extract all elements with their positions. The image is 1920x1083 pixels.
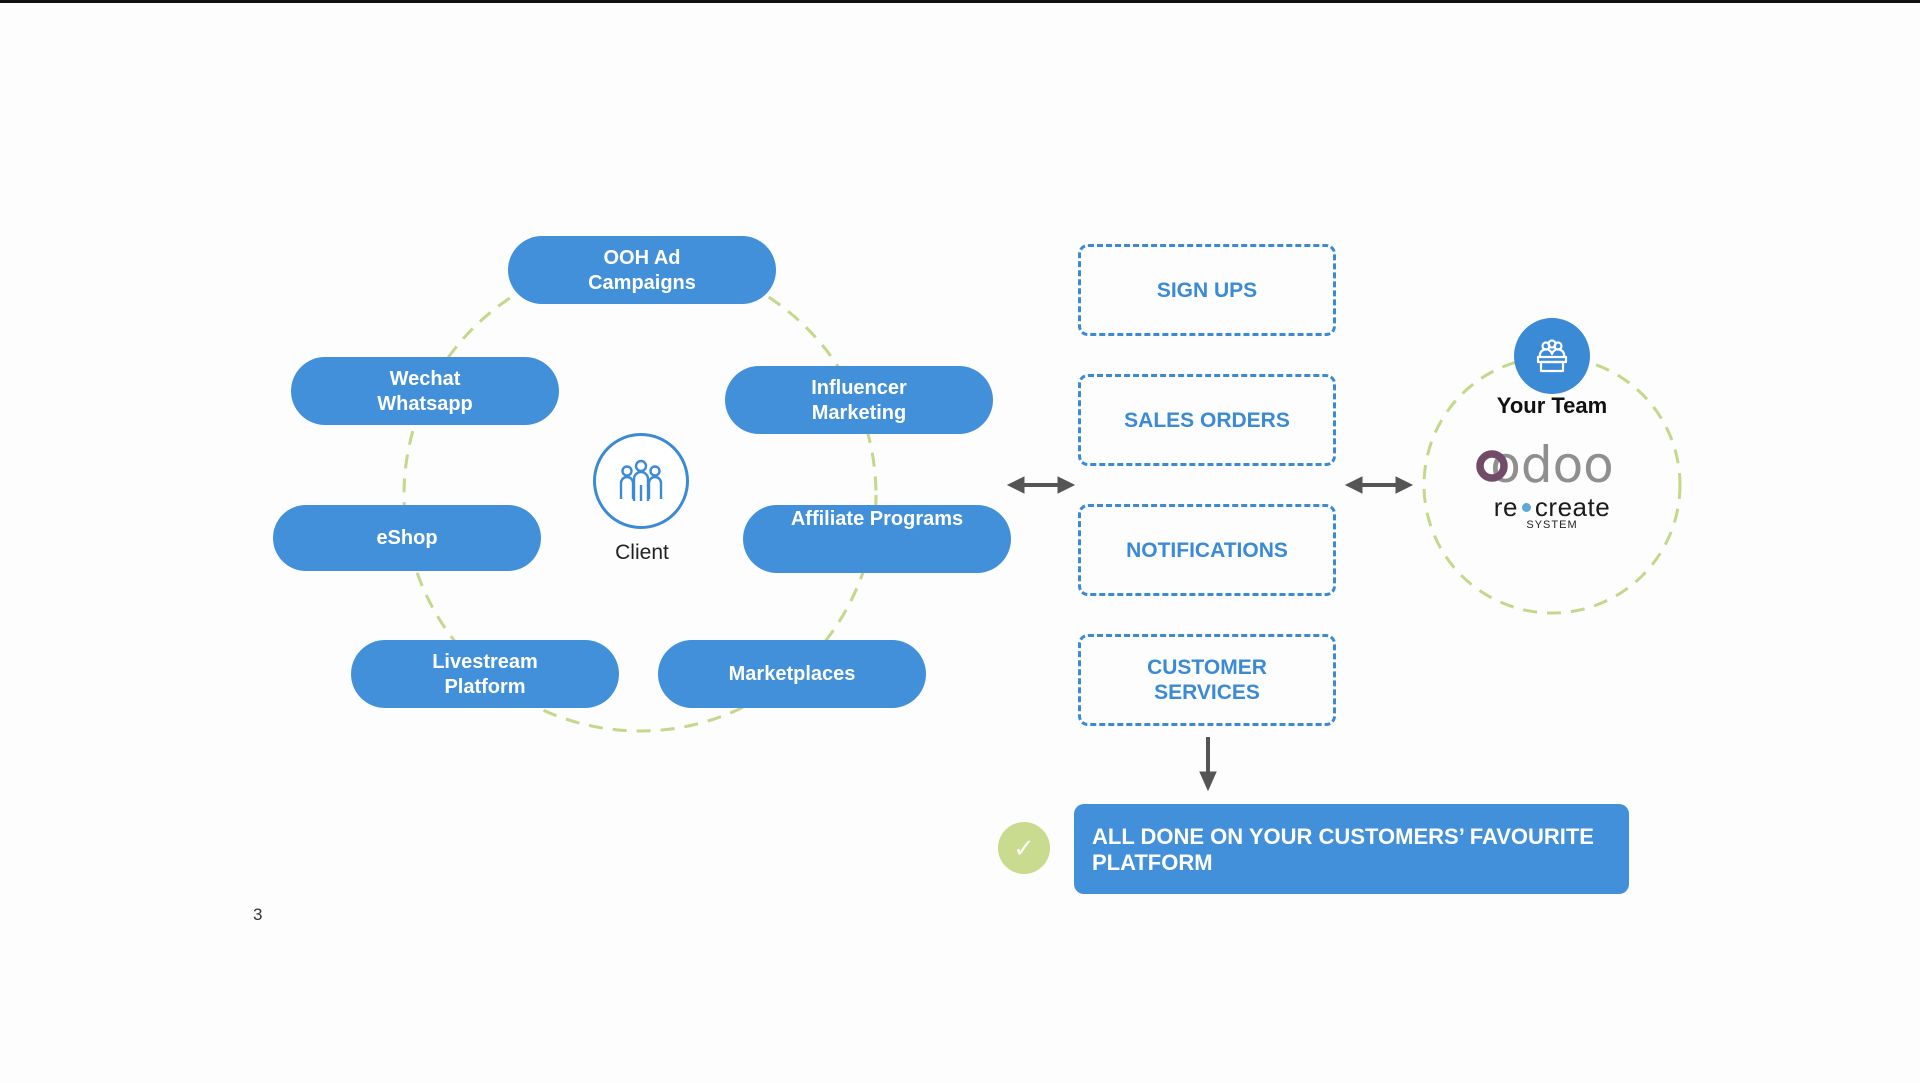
process-sign-ups: SIGN UPS — [1078, 244, 1336, 336]
svg-text:odoo: odoo — [1490, 436, 1614, 494]
team-label: Your Team — [1496, 393, 1608, 418]
double-arrow-right — [1344, 476, 1414, 494]
recreate-logo: re create — [1462, 493, 1642, 521]
down-arrow — [1199, 737, 1217, 792]
channel-ooh-ad-campaigns: OOH Ad Campaigns — [508, 236, 776, 304]
people-group-icon — [619, 459, 663, 501]
process-customer-services: CUSTOMER SERVICES — [1078, 634, 1336, 726]
process-notifications: NOTIFICATIONS — [1078, 504, 1336, 596]
channel-affiliate-programs: Affiliate Programs — [743, 505, 1011, 573]
double-arrow-left — [1006, 476, 1076, 494]
team-desk-icon — [1536, 339, 1568, 373]
channel-marketplaces: Marketplaces — [658, 640, 926, 708]
check-icon: ✓ — [998, 822, 1050, 874]
client-node — [593, 433, 689, 529]
result-banner: ALL DONE ON YOUR CUSTOMERS’ FAVOURITE PL… — [1074, 804, 1629, 894]
odoo-logo: odoo — [1476, 436, 1614, 494]
channel-influencer-marketing: Influencer Marketing — [725, 366, 993, 434]
channel-livestream-platform: Livestream Platform — [351, 640, 619, 708]
process-sales-orders: SALES ORDERS — [1078, 374, 1336, 466]
page-number: 3 — [253, 905, 263, 924]
client-label: Client — [615, 541, 669, 564]
recreate-dot-icon — [1521, 502, 1531, 512]
top-border — [0, 0, 1920, 3]
recreate-logo-right: create — [1534, 492, 1611, 522]
channel-eshop: eShop — [273, 505, 541, 571]
recreate-logo-left: re — [1493, 492, 1518, 522]
recreate-logo-subtitle: SYSTEM — [1526, 519, 1578, 531]
channel-wechat-whatsapp: Wechat Whatsapp — [291, 357, 559, 425]
team-node — [1514, 318, 1590, 394]
